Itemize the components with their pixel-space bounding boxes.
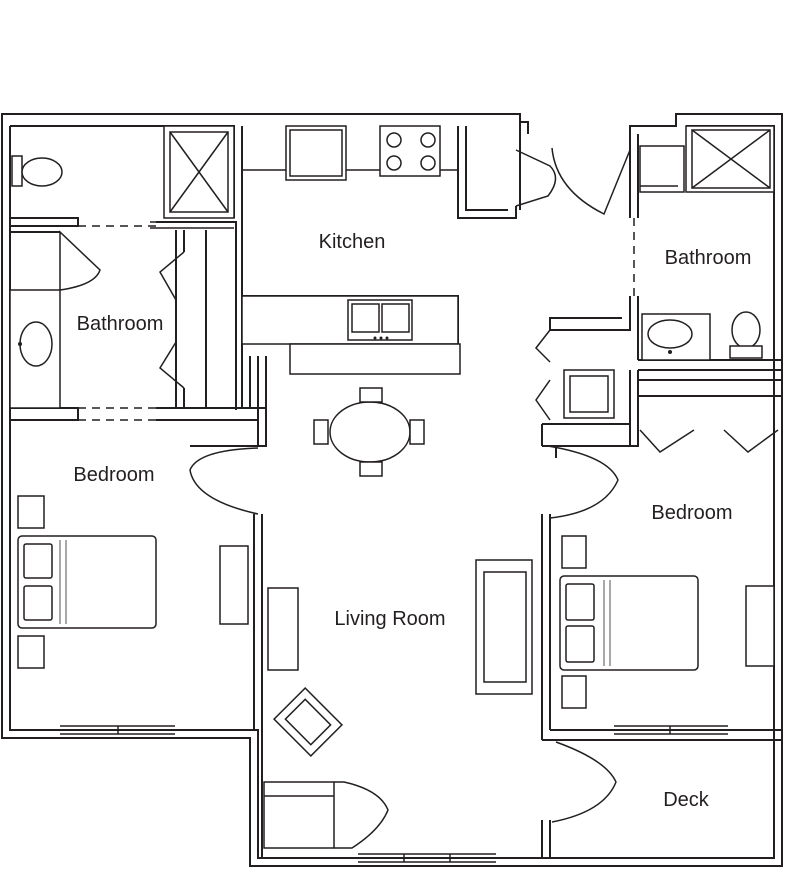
breakfast-bar [289, 343, 461, 375]
toilet-icon [11, 155, 23, 187]
windows [60, 725, 728, 863]
nightstand-icon [17, 495, 45, 529]
kitchen-sink-icon [347, 299, 413, 341]
dining-table-icon [313, 387, 425, 477]
armchair-icon [272, 686, 344, 758]
sink-icon [9, 289, 61, 409]
washer-icon [563, 369, 615, 419]
sofa-icon [475, 559, 533, 695]
nightstand-icon [17, 635, 45, 669]
shower-icon [150, 125, 235, 229]
left-bedroom-furniture [17, 495, 249, 669]
nightstand-icon [561, 535, 587, 569]
refrigerator-icon [285, 125, 347, 181]
bed-icon-right [559, 575, 699, 671]
dresser-icon [219, 545, 249, 625]
doors [59, 147, 631, 849]
sink-icon-right [641, 313, 711, 361]
dresser-icon-right [745, 585, 775, 667]
right-bedroom-furniture [559, 535, 775, 709]
living-room-label: Living Room [334, 608, 445, 630]
toilet-icon-right [729, 311, 763, 359]
nightstand-icon [561, 675, 587, 709]
stove-icon [379, 125, 441, 177]
linen-closet [639, 145, 685, 193]
bathroom-left-label: Bathroom [77, 313, 164, 335]
exterior-walls [1, 113, 783, 867]
bedroom-right-label: Bedroom [651, 502, 732, 524]
left-bathroom-fixtures [9, 125, 235, 409]
room-labels: Kitchen Bathroom Bathroom Bedroom Bedroo… [73, 231, 751, 811]
right-bathroom-fixtures [535, 125, 779, 453]
tv-stand-icon [267, 587, 299, 671]
bathroom-right-label: Bathroom [665, 247, 752, 269]
shower-icon-right [685, 125, 775, 193]
interior-walls [10, 125, 782, 858]
bed-icon [17, 535, 157, 629]
bedroom-left-label: Bedroom [73, 464, 154, 486]
kitchen-label: Kitchen [319, 231, 386, 253]
coat-closet [263, 781, 335, 849]
living-room-furniture [263, 559, 533, 849]
kitchen-fixtures [241, 125, 461, 375]
deck-label: Deck [663, 789, 710, 811]
